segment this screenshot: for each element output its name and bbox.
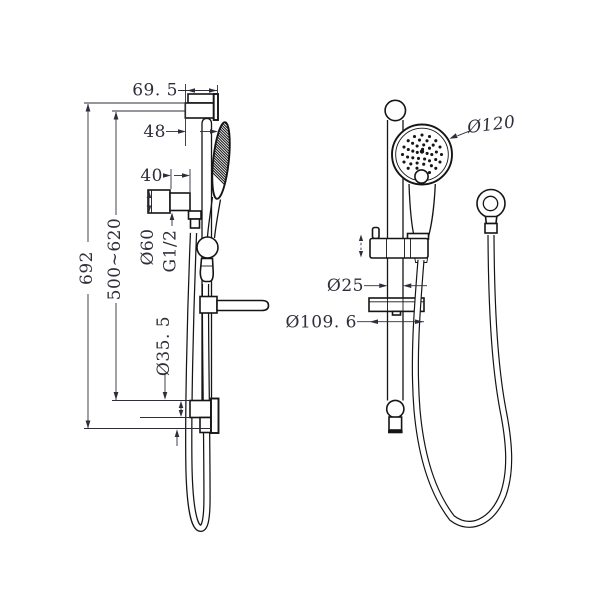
dim-inlet-depth: 40 <box>140 166 190 186</box>
dim-adjustable-range: 500~620 <box>105 111 125 400</box>
dim-thread-spec-label: G1/2 <box>161 230 181 273</box>
front-rail-bottom <box>385 399 405 434</box>
dim-bracket-diameter-label: Ø35. 5 <box>154 316 174 376</box>
dim-adjustable-range-label: 500~620 <box>105 218 125 301</box>
front-dimensions: Ø120 Ø25 Ø109. 6 <box>285 112 516 332</box>
dim-flange-diameter-label: Ø60 <box>138 228 158 265</box>
dim-dish-diameter: Ø109. 6 <box>285 313 424 333</box>
side-dimensions: 692 500~620 69. 5 48 <box>77 81 218 446</box>
dim-overall-depth: 69. 5 <box>132 81 217 101</box>
dim-head-diameter: Ø120 <box>449 112 517 139</box>
side-top-bracket <box>184 93 219 121</box>
dim-rail-offset-label: 48 <box>143 122 166 142</box>
dim-rail-diameter-label: Ø25 <box>327 276 364 296</box>
holder-lock-pin <box>371 226 380 240</box>
side-view: 692 500~620 69. 5 48 <box>77 81 270 532</box>
front-view: Ø120 Ø25 Ø109. 6 <box>285 99 517 528</box>
side-supply-elbow <box>147 189 202 229</box>
front-soap-dish <box>368 297 425 316</box>
front-holder <box>358 226 430 259</box>
dim-flange-diameter: Ø60 <box>138 190 158 266</box>
front-wall-outlet <box>476 188 506 234</box>
head-hatching <box>209 121 233 200</box>
side-handle-grip <box>199 257 215 283</box>
side-soap-dish <box>199 295 270 314</box>
hose-nut <box>187 210 202 220</box>
side-shower-head <box>206 121 233 239</box>
rail-bottom-knob <box>385 399 405 419</box>
dim-inlet-depth-label: 40 <box>140 166 163 186</box>
slide-adjust-arrows <box>358 234 364 258</box>
side-bottom-bracket <box>189 397 220 434</box>
side-slider-knob <box>196 236 219 259</box>
rail-top-knob <box>384 99 407 122</box>
head-mode-button <box>414 169 429 184</box>
dim-overall-height-label: 692 <box>77 251 97 285</box>
hose-nut-2 <box>189 218 201 229</box>
dim-head-diameter-label: Ø120 <box>465 112 516 138</box>
dim-overall-depth-label: 69. 5 <box>132 81 178 101</box>
dim-rail-offset: 48 <box>143 122 218 142</box>
front-shower-head <box>391 123 453 263</box>
front-handle <box>408 183 436 239</box>
dim-thread-spec: G1/2 <box>161 212 181 273</box>
dim-dish-diameter-label: Ø109. 6 <box>285 313 357 333</box>
dim-overall-height: 692 <box>77 103 97 429</box>
side-hose <box>185 232 211 532</box>
front-hose <box>411 234 513 528</box>
dim-rail-diameter: Ø25 <box>327 276 427 296</box>
dim-bracket-diameter: Ø35. 5 <box>154 316 184 446</box>
